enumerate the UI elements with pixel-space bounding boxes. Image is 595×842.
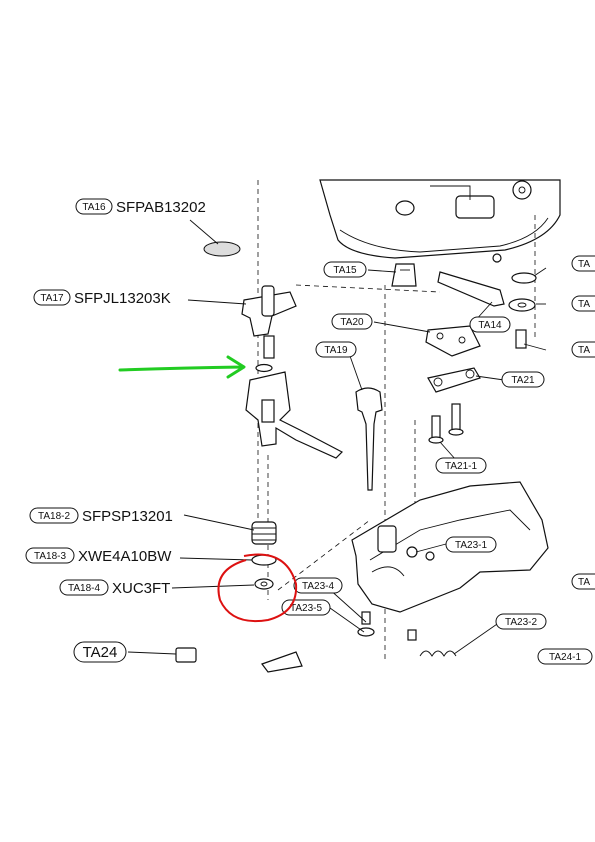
- callout-ta23-2-tag: TA23-2: [505, 617, 537, 628]
- link-ta21: [427, 367, 481, 393]
- arm-assembly-ta17: [241, 285, 297, 359]
- small-parts-ta23: [357, 611, 417, 641]
- callout-ta23-4: TA23-4: [293, 577, 343, 594]
- callout-ta21-1-tag: TA21-1: [445, 461, 477, 472]
- callout-ta23-1: TA23-1: [445, 536, 497, 553]
- mechanism-housing: [319, 179, 561, 263]
- part-ta24: [175, 647, 303, 673]
- callout-ta24-tag: TA24: [83, 644, 118, 661]
- callout-edge-2: TA: [571, 295, 595, 312]
- washer-ta16: [203, 241, 241, 257]
- callout-ta23-5-tag: TA23-5: [290, 603, 322, 614]
- callout-ta17-tag: TA17: [40, 293, 64, 304]
- callout-ta19-tag: TA19: [324, 345, 348, 356]
- callout-ta23-1-tag: TA23-1: [455, 540, 487, 551]
- spring-arm-ta14: [437, 271, 505, 307]
- callout-ta18-4: TA18-4 XUC3FT: [59, 579, 170, 597]
- callout-edge-4: TA: [571, 573, 595, 590]
- callout-ta18-2-tag: TA18-2: [38, 511, 70, 522]
- callout-ta16: TA16 SFPAB13202: [75, 198, 206, 216]
- callout-edge-4-tag: TA: [578, 577, 590, 588]
- callout-ta15-tag: TA15: [333, 265, 357, 276]
- callout-ta15: TA15: [323, 261, 367, 278]
- callout-ta21-tag: TA21: [511, 375, 535, 386]
- right-washers: [508, 272, 537, 349]
- nut-ta18-4: [254, 578, 274, 590]
- callout-ta14: TA14: [469, 316, 511, 333]
- callout-ta16-partno: SFPAB13202: [116, 199, 206, 216]
- screws-ta21-1: [428, 403, 464, 444]
- callout-ta23-5: TA23-5: [281, 599, 331, 616]
- callout-ta21-1: TA21-1: [435, 457, 487, 474]
- callout-ta18-4-partno: XUC3FT: [112, 580, 170, 597]
- callout-ta20: TA20: [331, 313, 373, 330]
- red-circle-annotation: [217, 553, 298, 622]
- callout-ta19: TA19: [315, 341, 357, 358]
- callout-ta14-tag: TA14: [478, 320, 502, 331]
- callout-edge-1: TA: [571, 255, 595, 272]
- lever-assembly: [245, 371, 344, 459]
- callout-ta20-tag: TA20: [340, 317, 364, 328]
- small-washer: [255, 363, 273, 373]
- callout-ta17-partno: SFPJL13203K: [74, 290, 171, 307]
- callout-edge-3: TA: [571, 341, 595, 358]
- callout-edge-1-tag: TA: [578, 259, 590, 270]
- leader-lines: [127, 219, 547, 655]
- callout-ta18-2-partno: SFPSP13201: [82, 508, 173, 525]
- callout-ta18-2: TA18-2 SFPSP13201: [29, 507, 173, 525]
- callout-ta18-4-tag: TA18-4: [68, 583, 100, 594]
- callout-ta18-3: TA18-3 XWE4A10BW: [25, 547, 172, 565]
- callout-ta23-4-tag: TA23-4: [302, 581, 334, 592]
- rod-ta19: [355, 387, 383, 491]
- plate-ta20: [425, 325, 481, 357]
- callout-edge-3-tag: TA: [578, 345, 590, 356]
- callout-ta18-3-partno: XWE4A10BW: [78, 548, 172, 565]
- callout-edge-2-tag: TA: [578, 299, 590, 310]
- callout-ta16-tag: TA16: [82, 202, 106, 213]
- callout-ta21: TA21: [501, 371, 545, 388]
- callout-ta18-3-tag: TA18-3: [34, 551, 66, 562]
- spring-ta18-2: [251, 521, 277, 545]
- green-arrow-annotation: [118, 355, 246, 379]
- clip-ta15: [391, 263, 417, 287]
- spring-ta23-2: [419, 650, 457, 657]
- callout-ta24: TA24: [73, 641, 127, 663]
- callout-ta24-1-tag: TA24-1: [549, 652, 581, 663]
- callout-ta17: TA17 SFPJL13203K: [33, 289, 171, 307]
- callout-ta24-1: TA24-1: [537, 648, 593, 665]
- callout-ta23-2: TA23-2: [495, 613, 547, 630]
